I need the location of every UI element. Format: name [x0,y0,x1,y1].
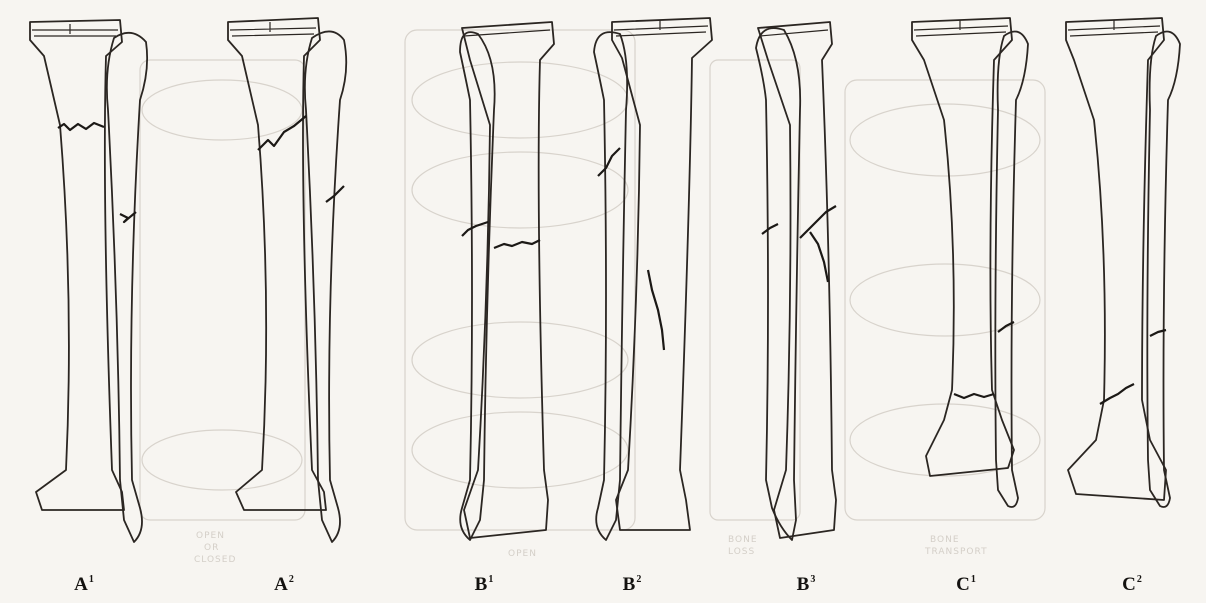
fracture-b3-fibula [762,224,778,234]
fracture-c1-tibia [954,394,994,398]
ghost-text-2: OPEN [508,549,537,559]
label-b1: B1 [454,574,514,596]
ghost-text-1: OPEN [196,531,225,541]
label-b3: B3 [776,574,836,596]
bone-b3 [756,22,836,540]
bone-b2 [594,18,712,540]
fibula-b3 [756,28,800,540]
fracture-a2-tibia [258,116,306,150]
fracture-b1-tibia [494,240,540,248]
ghost-text-1c: CLOSED [194,555,236,565]
bone-b1 [460,22,554,540]
fracture-b3-tibia [800,206,836,282]
tibia-b1 [462,22,554,538]
bone-a1 [30,20,147,542]
fibula-a1 [107,33,147,542]
fibula-c1 [995,32,1028,508]
fracture-b2-tibia [648,270,664,350]
label-b2: B2 [602,574,662,596]
fracture-b2-fibula [598,148,620,176]
ghost-text-4b: TRANSPORT [924,547,988,557]
ghost-text-1b: OR [204,543,219,553]
label-a2: A2 [254,574,314,596]
tibia-c2 [1066,18,1166,500]
fibula-b2 [594,32,627,540]
background-ghost-drawings: OPEN OR CLOSED OPEN BONE LOSS BONE TRANS… [140,30,1045,565]
tibia-a1 [30,20,124,510]
bone-c2 [1066,18,1180,507]
bone-a2 [228,18,346,542]
label-a1: A1 [54,574,114,596]
ghost-text-3b: LOSS [728,547,755,557]
fibula-c2 [1147,32,1180,508]
fibula-b1 [460,32,495,540]
ghost-text-4: BONE [930,535,960,545]
ghost-text-3: BONE [728,535,758,545]
tibia-a2 [228,18,326,510]
bone-c1 [912,18,1028,507]
label-c1: C1 [936,574,996,596]
tibia-c1 [912,18,1014,476]
label-c2: C2 [1102,574,1162,596]
fracture-a1-tibia [58,123,104,130]
